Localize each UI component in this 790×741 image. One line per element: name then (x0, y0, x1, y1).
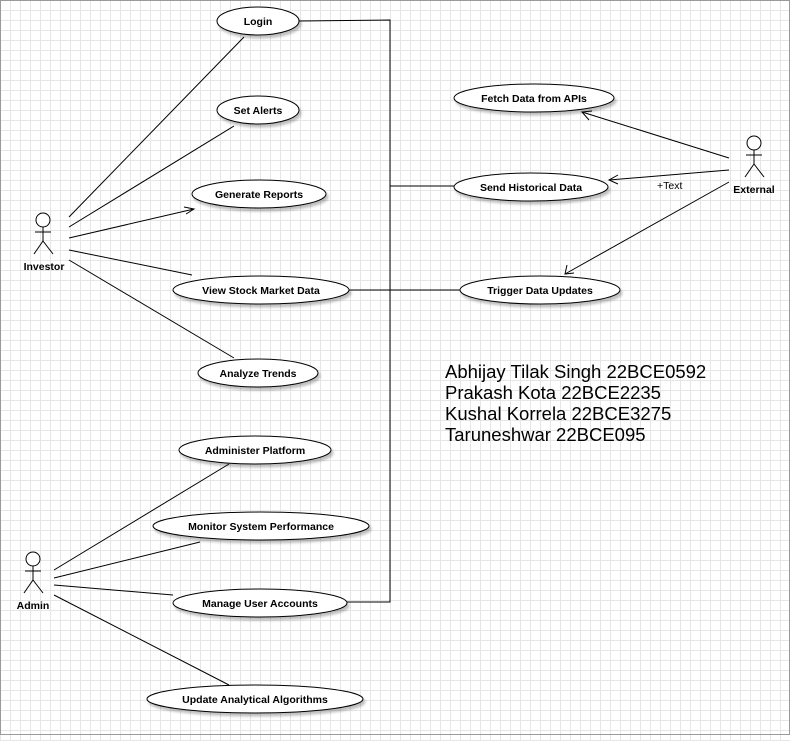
use-case-analyze-trends[interactable]: Analyze Trends (197, 358, 319, 388)
edge-investor-set-alerts (68, 125, 235, 228)
use-case-label: Manage User Accounts (202, 598, 318, 610)
edge-external-send-historical (608, 169, 730, 181)
edge-investor-analyze-trends (68, 259, 235, 359)
stick-figure-icon (746, 135, 762, 151)
use-case-label: Administer Platform (205, 445, 305, 457)
use-case-label: Monitor System Performance (188, 521, 334, 533)
use-case-fetch-data-from-apis[interactable]: Fetch Data from APIs (453, 83, 615, 113)
use-case-set-alerts[interactable]: Set Alerts (216, 95, 300, 125)
use-case-generate-reports[interactable]: Generate Reports (191, 179, 327, 209)
edge-bus-connector (298, 19, 391, 603)
stick-figure-icon (35, 212, 51, 228)
actor-label: Admin (17, 600, 50, 612)
edge-trigger-updates-arrowhead (564, 264, 575, 275)
author-line: Prakash Kota 22BCE2235 (445, 382, 661, 403)
use-case-label: Update Analytical Algorithms (182, 694, 328, 706)
edge-generate-reports-arrowhead (183, 206, 196, 215)
use-case-label: Login (244, 16, 273, 28)
edge-send-historical-arrowhead (607, 174, 619, 185)
use-case-trigger-data-updates[interactable]: Trigger Data Updates (459, 275, 621, 305)
edge-external-fetch-data (581, 111, 730, 159)
use-case-label: Analyze Trends (219, 368, 296, 380)
use-case-label: Generate Reports (215, 189, 303, 201)
use-case-label: Send Historical Data (480, 182, 582, 194)
edge-admin-update-algorithms (53, 594, 230, 686)
edge-investor-view-stock-data (68, 249, 193, 276)
use-case-update-analytical-algorithms[interactable]: Update Analytical Algorithms (146, 684, 364, 714)
use-case-label: Trigger Data Updates (487, 285, 593, 297)
actor-label: Investor (24, 261, 65, 273)
use-case-login[interactable]: Login (216, 6, 300, 36)
edge-investor-generate-reports (68, 208, 195, 239)
author-line: Abhijay Tilak Singh 22BCE0592 (445, 361, 706, 382)
use-case-send-historical-data[interactable]: Send Historical Data (453, 172, 609, 202)
actor-investor[interactable]: Investor (24, 212, 65, 273)
use-case-monitor-system-performance[interactable]: Monitor System Performance (152, 511, 370, 541)
edge-admin-manage-users (53, 584, 174, 596)
use-case-label: Fetch Data from APIs (481, 93, 587, 105)
edge-label: +Text (657, 180, 682, 192)
use-case-manage-user-accounts[interactable]: Manage User Accounts (172, 588, 348, 618)
author-line: Taruneshwar 22BCE095 (445, 424, 646, 445)
edge-external-trigger-updates (564, 181, 730, 275)
actor-external[interactable]: External (733, 135, 775, 196)
use-case-administer-platform[interactable]: Administer Platform (178, 435, 332, 465)
actor-admin[interactable]: Admin (17, 551, 50, 612)
edge-investor-login (68, 36, 245, 218)
use-case-label: View Stock Market Data (202, 285, 320, 297)
edge-admin-monitor-performance (53, 541, 201, 579)
author-credits: Abhijay Tilak Singh 22BCE0592 Prakash Ko… (445, 361, 706, 445)
edge-fetch-data-arrowhead (580, 110, 593, 121)
stick-figure-icon (25, 551, 41, 567)
use-case-view-stock-market-data[interactable]: View Stock Market Data (172, 275, 350, 305)
use-case-label: Set Alerts (234, 105, 283, 117)
author-line: Kushal Korrela 22BCE3275 (445, 403, 671, 424)
edge-admin-administer-platform (53, 463, 230, 571)
actor-label: External (733, 184, 775, 196)
